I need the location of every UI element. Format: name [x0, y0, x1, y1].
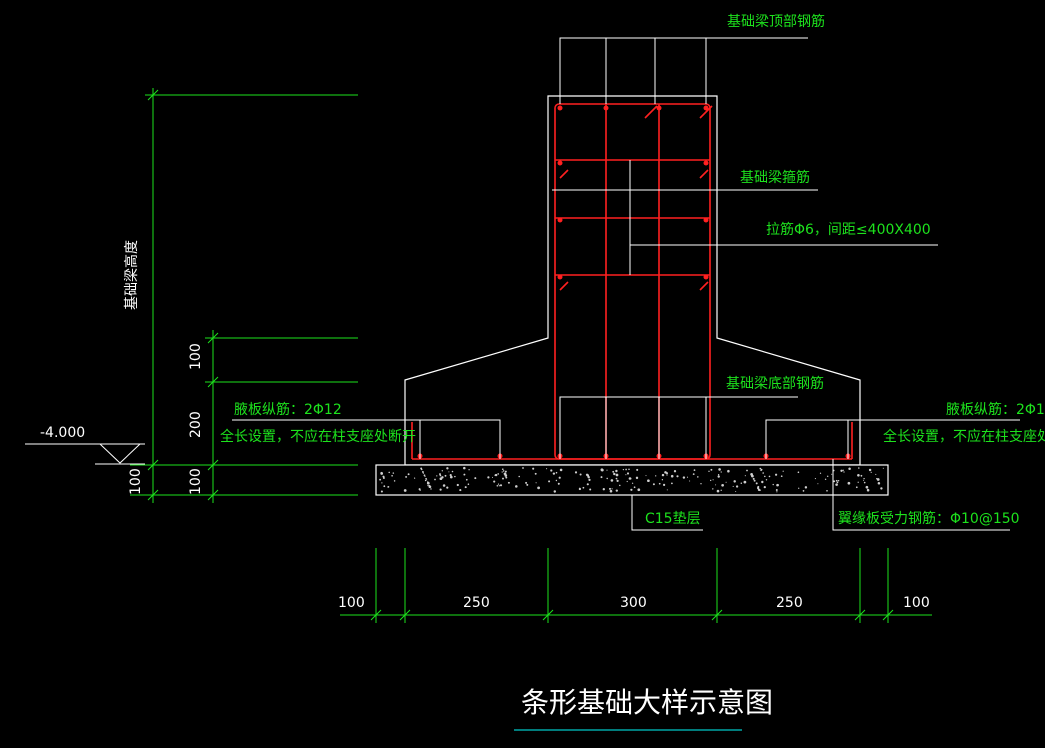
dim-h-300: 300 [620, 595, 647, 611]
foundation-outline [404, 95, 861, 466]
label-left-web-rebar: 腋板纵筋：2Φ12 [234, 401, 342, 418]
label-right-web-rebar: 腋板纵筋：2Φ12 [946, 401, 1045, 418]
label-left-web-note: 全长设置，不应在柱支座处断开 [220, 428, 416, 445]
vertical-dimensions [130, 88, 358, 503]
label-bottom-rebar: 基础梁底部钢筋 [726, 375, 824, 392]
label-cushion: C15垫层 [645, 511, 701, 527]
dim-h-250-right: 250 [776, 595, 803, 611]
dim-v-200: 200 [188, 411, 204, 438]
rebar-dots [417, 105, 851, 459]
cushion-layer [375, 464, 889, 496]
horizontal-dimensions [340, 548, 932, 623]
label-beam-height: 基础梁高度 [123, 240, 140, 310]
dim-h-250-left: 250 [463, 595, 490, 611]
dim-h-100-right: 100 [903, 595, 930, 611]
drawing-title: 条形基础大样示意图 [521, 686, 773, 719]
dim-v-100-left: 100 [128, 468, 144, 495]
label-flange-rebar: 翼缘板受力钢筋：Φ10@150 [838, 510, 1020, 527]
label-top-rebar: 基础梁顶部钢筋 [727, 13, 825, 30]
dim-h-100-left: 100 [338, 595, 365, 611]
dim-v-100-right: 100 [188, 468, 204, 495]
label-tie-bar: 拉筋Φ6，间距≤400X400 [766, 221, 931, 238]
dim-v-100-top: 100 [188, 343, 204, 370]
label-right-web-note: 全长设置，不应在柱支座处断开 [883, 428, 1045, 445]
elevation-value: -4.000 [40, 425, 85, 441]
elevation-mark [25, 443, 145, 465]
rebar-cage [411, 103, 853, 460]
label-stirrup: 基础梁箍筋 [740, 169, 810, 186]
leader-lines [232, 37, 1020, 531]
